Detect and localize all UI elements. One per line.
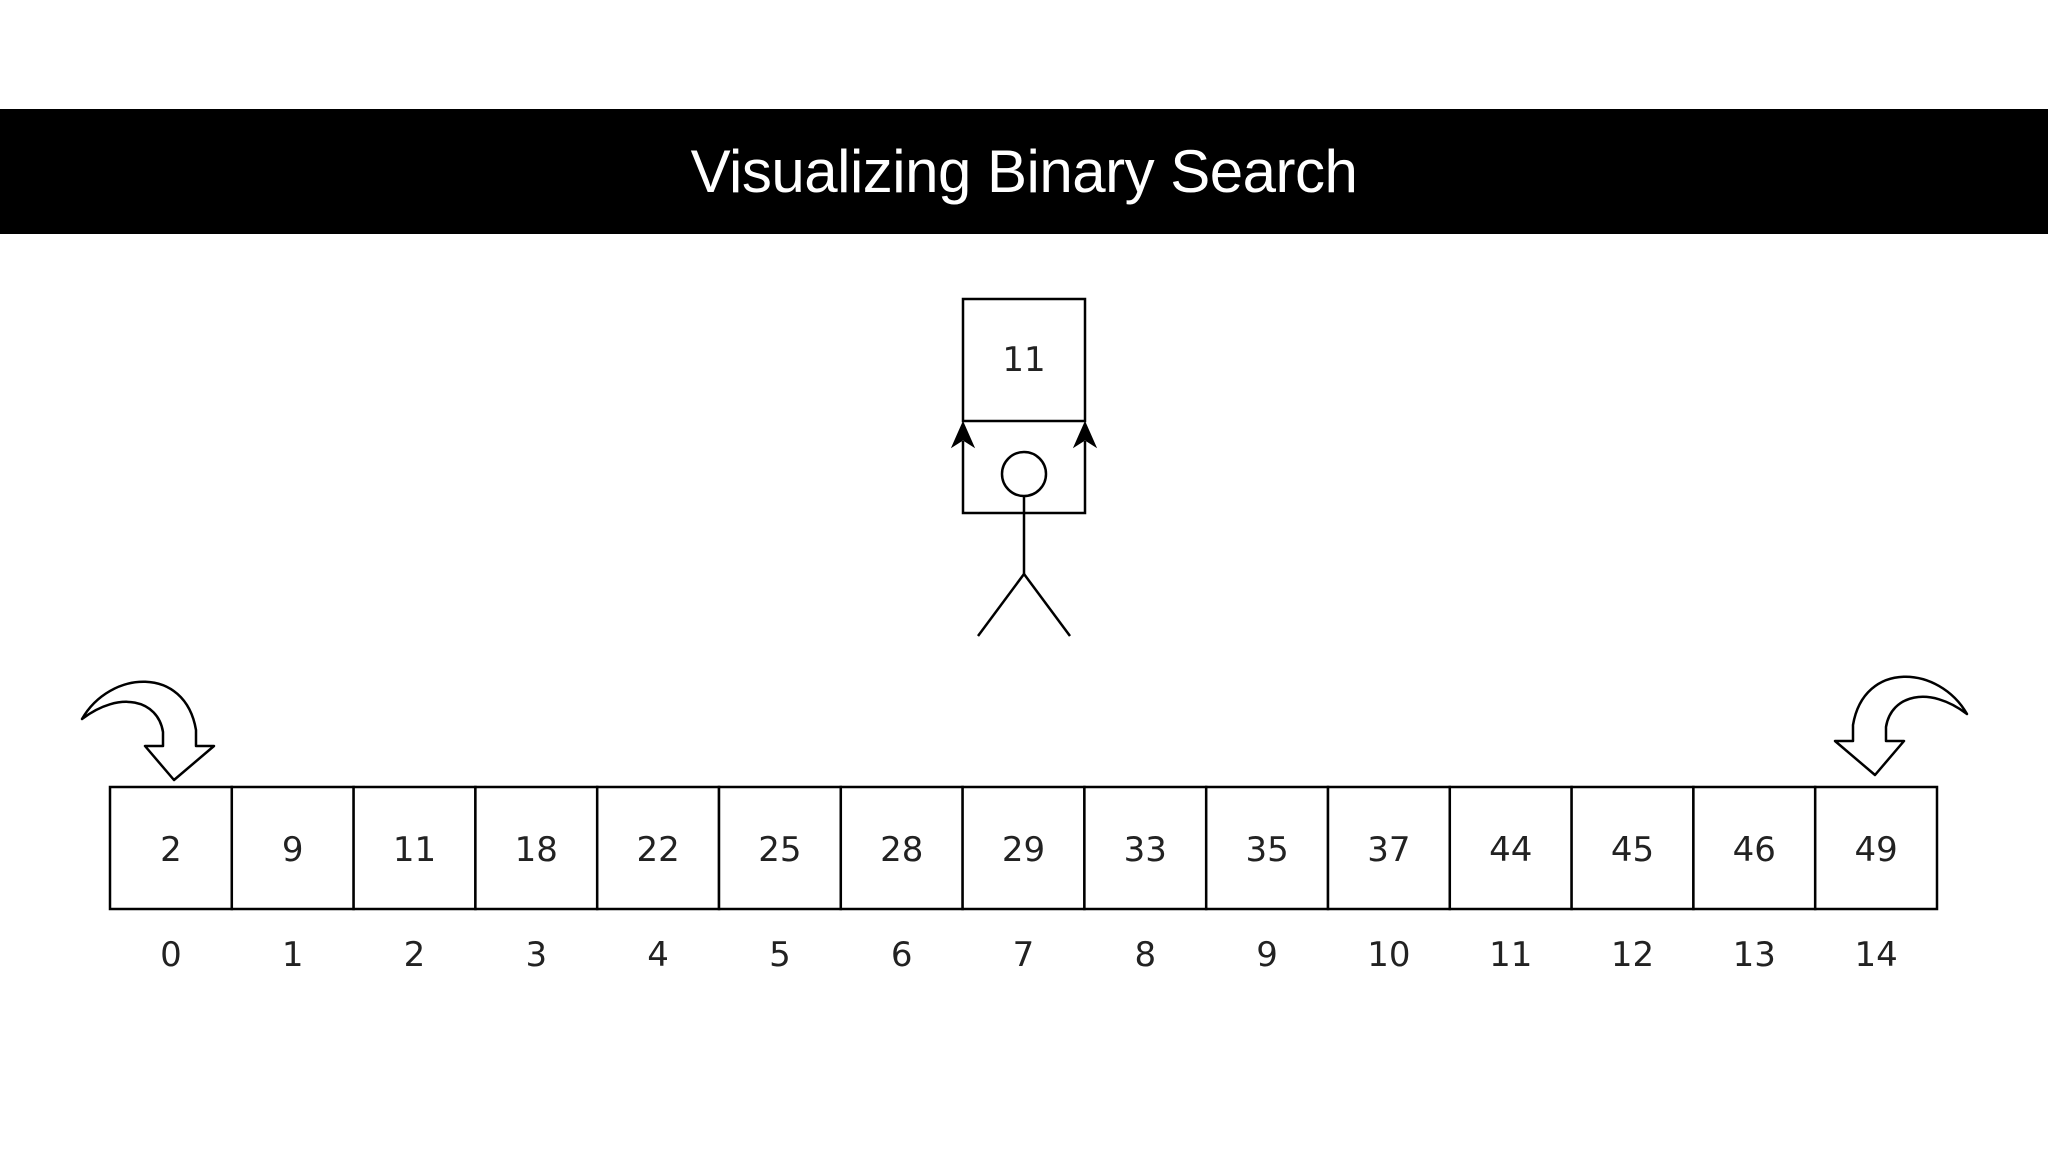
array-index: 6 xyxy=(891,935,913,975)
array-index: 8 xyxy=(1134,935,1156,975)
left-pointer-arrow xyxy=(80,680,216,782)
array-value: 44 xyxy=(1489,830,1532,870)
array-value: 37 xyxy=(1367,830,1410,870)
array-index: 14 xyxy=(1854,935,1897,975)
array-value: 29 xyxy=(1002,830,1045,870)
array-value: 9 xyxy=(282,830,304,870)
array-cell xyxy=(1570,785,1695,911)
array-value: 11 xyxy=(393,830,436,870)
array-value: 33 xyxy=(1124,830,1167,870)
array-value: 45 xyxy=(1611,830,1654,870)
array-cell xyxy=(230,785,355,911)
array-value: 2 xyxy=(160,830,182,870)
array-index: 11 xyxy=(1489,935,1532,975)
array-cell xyxy=(717,785,843,911)
array-value: 22 xyxy=(636,830,679,870)
right-arrowhead xyxy=(1072,420,1098,449)
array-cell xyxy=(108,785,234,911)
array-index: 13 xyxy=(1733,935,1776,975)
array-index: 12 xyxy=(1611,935,1654,975)
array-value: 49 xyxy=(1854,830,1897,870)
target-box xyxy=(961,297,1087,423)
array-value: 46 xyxy=(1733,830,1776,870)
slide-title: Visualizing Binary Search xyxy=(690,138,1358,205)
array-cell xyxy=(1692,785,1817,911)
array-index: 0 xyxy=(160,935,182,975)
array-value: 25 xyxy=(758,830,801,870)
array-value: 28 xyxy=(880,830,923,870)
target-group: 11 xyxy=(950,297,1098,637)
stick-figure-right-leg xyxy=(1022,573,1072,637)
array-index: 10 xyxy=(1367,935,1410,975)
array-index: 1 xyxy=(282,935,304,975)
stick-figure-head xyxy=(1000,450,1048,498)
array-value: 18 xyxy=(515,830,558,870)
array-cell xyxy=(352,785,477,911)
right-pointer-arrow xyxy=(1833,675,1969,777)
array-cell xyxy=(595,785,721,911)
array-cell xyxy=(961,785,1086,911)
array-index: 9 xyxy=(1256,935,1278,975)
array-index: 3 xyxy=(525,935,547,975)
title-bar: Visualizing Binary Search xyxy=(0,109,2048,234)
array-index: 4 xyxy=(647,935,669,975)
array-cell xyxy=(1204,785,1330,911)
array-index: 2 xyxy=(404,935,426,975)
target-value: 11 xyxy=(1002,340,1045,380)
array: 2091112183224255286297338359371044114512… xyxy=(108,785,1939,975)
array-cell xyxy=(1083,785,1208,911)
array-value: 35 xyxy=(1245,830,1288,870)
left-arrowhead xyxy=(950,420,976,449)
array-cell xyxy=(474,785,599,911)
array-cell xyxy=(1813,785,1939,911)
array-index: 7 xyxy=(1013,935,1035,975)
array-cell xyxy=(1448,785,1573,911)
array-index: 5 xyxy=(769,935,791,975)
stick-figure-left-leg xyxy=(976,573,1026,637)
